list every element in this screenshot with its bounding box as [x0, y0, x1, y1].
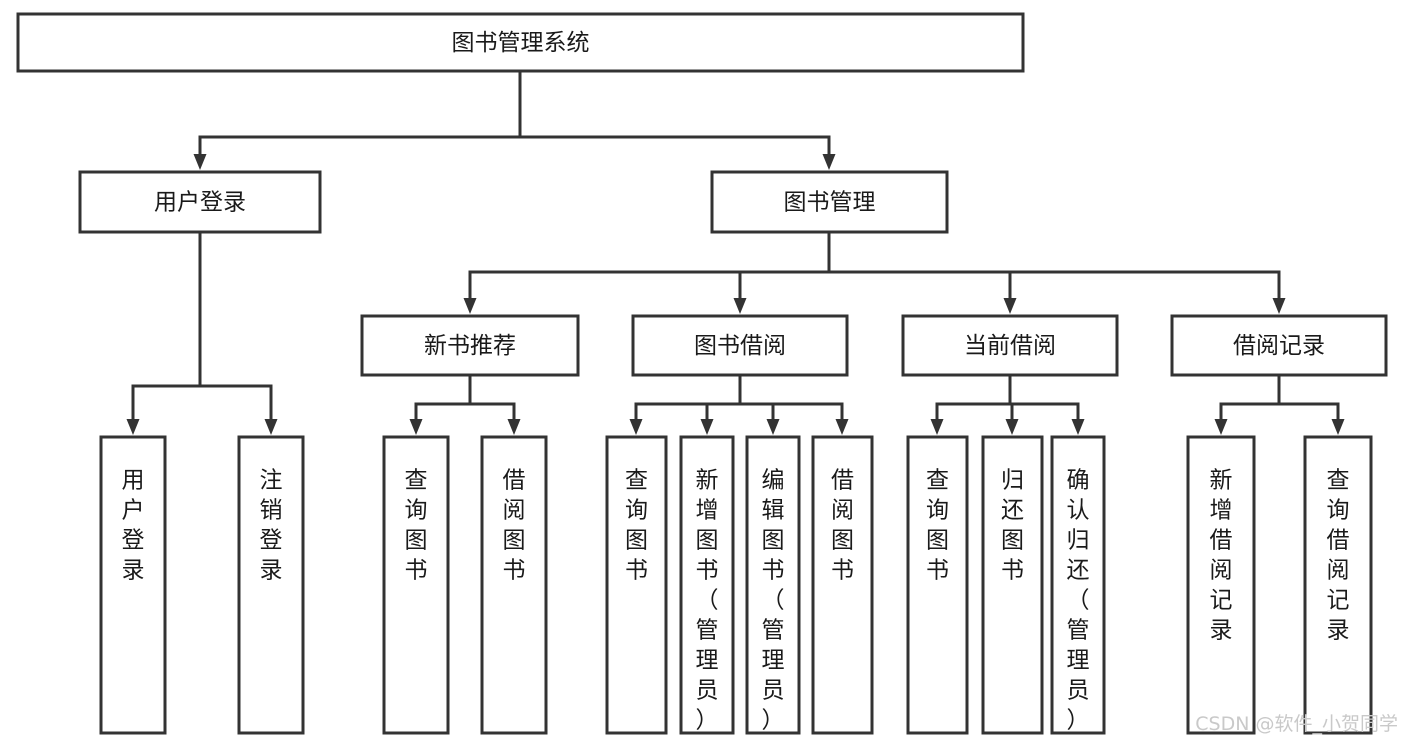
node-leaf-leaf-user-logout[interactable]: 注销登录	[237, 435, 305, 735]
node-leaf-leaf-bb-query-box[interactable]	[605, 435, 668, 735]
node-leaf-leaf-rec-query-box[interactable]	[382, 435, 450, 735]
node-leaf-leaf-bb-borrow-box[interactable]	[811, 435, 874, 735]
node-level2-borrow-record[interactable]: 借阅记录	[1170, 314, 1388, 377]
node-leaf-leaf-bb-add[interactable]: 新增图书（管理员）	[679, 435, 735, 735]
node-leaf-leaf-cb-confirm[interactable]: 确认归还（管理员）	[1050, 435, 1106, 735]
node-level2-new-book-rec[interactable]: 新书推荐	[360, 314, 580, 377]
node-root-root-label: 图书管理系统	[452, 30, 590, 56]
node-leaf-leaf-bb-edit-label: 编辑图书（管理员）	[762, 468, 785, 734]
node-level1-user-login-box[interactable]	[78, 170, 322, 234]
node-leaf-leaf-cb-query[interactable]: 查询图书	[906, 435, 969, 735]
node-leaf-leaf-cb-return-label: 归还图书	[1001, 468, 1024, 584]
node-leaf-leaf-user-login[interactable]: 用户登录	[99, 435, 167, 735]
node-leaf-leaf-bb-add-label: 新增图书（管理员）	[696, 468, 719, 734]
node-root-root[interactable]: 图书管理系统	[16, 12, 1025, 73]
node-level2-book-borrow-label: 图书借阅	[694, 333, 786, 359]
node-leaf-leaf-bb-edit[interactable]: 编辑图书（管理员）	[745, 435, 801, 735]
node-leaf-leaf-br-add-box[interactable]	[1186, 435, 1256, 735]
node-layer: 图书管理系统用户登录图书管理新书推荐图书借阅当前借阅借阅记录用户登录注销登录查询…	[16, 12, 1388, 735]
node-level1-user-login[interactable]: 用户登录	[78, 170, 322, 234]
node-level2-new-book-rec-label: 新书推荐	[424, 333, 516, 359]
node-leaf-leaf-bb-edit-box[interactable]	[745, 435, 801, 735]
node-level2-book-borrow-box[interactable]	[631, 314, 849, 377]
node-leaf-leaf-bb-add-box[interactable]	[679, 435, 735, 735]
node-leaf-leaf-br-query-box[interactable]	[1303, 435, 1373, 735]
node-level1-book-manage[interactable]: 图书管理	[710, 170, 949, 234]
node-leaf-leaf-cb-query-label: 查询图书	[926, 468, 949, 584]
node-leaf-leaf-rec-query[interactable]: 查询图书	[382, 435, 450, 735]
node-leaf-leaf-br-query-label: 查询借阅记录	[1327, 468, 1350, 644]
node-level1-book-manage-box[interactable]	[710, 170, 949, 234]
node-leaf-leaf-user-logout-box[interactable]	[237, 435, 305, 735]
node-leaf-leaf-br-add[interactable]: 新增借阅记录	[1186, 435, 1256, 735]
node-level2-current-borrow-box[interactable]	[901, 314, 1119, 377]
connector-edge-bookmanage-l2	[463, 230, 1286, 314]
node-leaf-leaf-bb-borrow-label: 借阅图书	[831, 468, 854, 584]
node-leaf-leaf-cb-query-box[interactable]	[906, 435, 969, 735]
node-leaf-leaf-rec-borrow[interactable]: 借阅图书	[480, 435, 548, 735]
node-leaf-leaf-user-login-box[interactable]	[99, 435, 167, 735]
connector-edge-root-l1	[193, 69, 836, 170]
node-leaf-leaf-cb-return[interactable]: 归还图书	[981, 435, 1044, 735]
node-level2-borrow-record-label: 借阅记录	[1233, 333, 1325, 359]
node-leaf-leaf-user-logout-label: 注销登录	[260, 468, 283, 584]
connector-layer	[126, 69, 1345, 435]
node-leaf-leaf-cb-return-box[interactable]	[981, 435, 1044, 735]
node-leaf-leaf-bb-borrow[interactable]: 借阅图书	[811, 435, 874, 735]
node-leaf-leaf-bb-query[interactable]: 查询图书	[605, 435, 668, 735]
node-level2-borrow-record-box[interactable]	[1170, 314, 1388, 377]
node-level2-new-book-rec-box[interactable]	[360, 314, 580, 377]
node-level1-book-manage-label: 图书管理	[784, 190, 876, 216]
node-root-root-box[interactable]	[16, 12, 1025, 73]
node-level1-user-login-label: 用户登录	[154, 190, 246, 216]
connector-edge-bookborrow-leaves	[629, 373, 849, 435]
csdn-watermark: CSDN @软件_小贺同学	[1195, 713, 1398, 735]
node-leaf-leaf-user-login-label: 用户登录	[122, 468, 145, 584]
node-leaf-leaf-cb-confirm-box[interactable]	[1050, 435, 1106, 735]
node-leaf-leaf-rec-borrow-label: 借阅图书	[503, 468, 526, 584]
node-leaf-leaf-cb-confirm-label: 确认归还（管理员）	[1067, 468, 1090, 734]
node-leaf-leaf-bb-query-label: 查询图书	[625, 468, 648, 584]
node-leaf-leaf-br-add-label: 新增借阅记录	[1210, 468, 1233, 644]
connector-edge-currentborrow-leaves	[930, 373, 1085, 435]
node-level2-book-borrow[interactable]: 图书借阅	[631, 314, 849, 377]
connector-edge-userlogin-leaves	[126, 230, 278, 435]
node-level2-current-borrow[interactable]: 当前借阅	[901, 314, 1119, 377]
node-leaf-leaf-br-query[interactable]: 查询借阅记录	[1303, 435, 1373, 735]
node-leaf-leaf-rec-borrow-box[interactable]	[480, 435, 548, 735]
connector-edge-borrowrecord-leaves	[1214, 373, 1345, 435]
node-level2-current-borrow-label: 当前借阅	[964, 333, 1056, 359]
connector-edge-newbookrec-leaves	[409, 373, 521, 435]
node-leaf-leaf-rec-query-label: 查询图书	[405, 468, 428, 584]
